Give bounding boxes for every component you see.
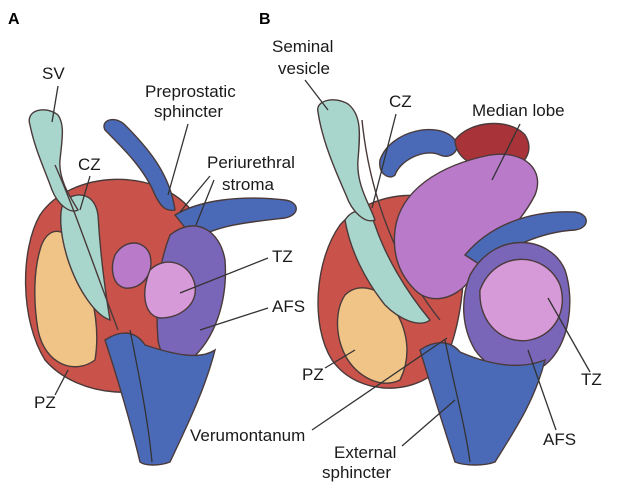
panel-b: B Seminal vesicle CZ Median l [190, 11, 602, 482]
label-b-pz: PZ [302, 365, 324, 384]
label-a-afs: AFS [272, 297, 305, 316]
label-b-seminal-1: Seminal [272, 37, 333, 56]
panel-a-letter: A [8, 11, 20, 28]
label-a-tz: TZ [272, 247, 293, 266]
label-a-periurethral-1: Periurethral [207, 153, 295, 172]
panel-a: A SV CZ Preprostatic sphincter [8, 11, 305, 465]
label-a-periurethral-2: stroma [222, 175, 275, 194]
label-b-external-2: sphincter [322, 463, 391, 482]
label-b-verumontanum: Verumontanum [190, 426, 305, 445]
label-a-pz: PZ [34, 393, 56, 412]
label-b-seminal-2: vesicle [278, 59, 330, 78]
label-a-cz: CZ [78, 155, 101, 174]
label-b-external-1: External [334, 443, 396, 462]
leader-b-seminal [305, 80, 328, 110]
leader-a-preprostatic [168, 124, 188, 195]
label-b-cz: CZ [389, 92, 412, 111]
label-b-median-lobe: Median lobe [472, 101, 565, 120]
label-a-preprostatic-2: sphincter [154, 102, 223, 121]
label-a-sv: SV [42, 64, 65, 83]
label-b-tz: TZ [581, 370, 602, 389]
label-a-preprostatic-1: Preprostatic [145, 82, 236, 101]
panel-b-seminal-vesicle [318, 100, 375, 221]
label-b-afs: AFS [543, 430, 576, 449]
panel-b-letter: B [259, 11, 271, 28]
